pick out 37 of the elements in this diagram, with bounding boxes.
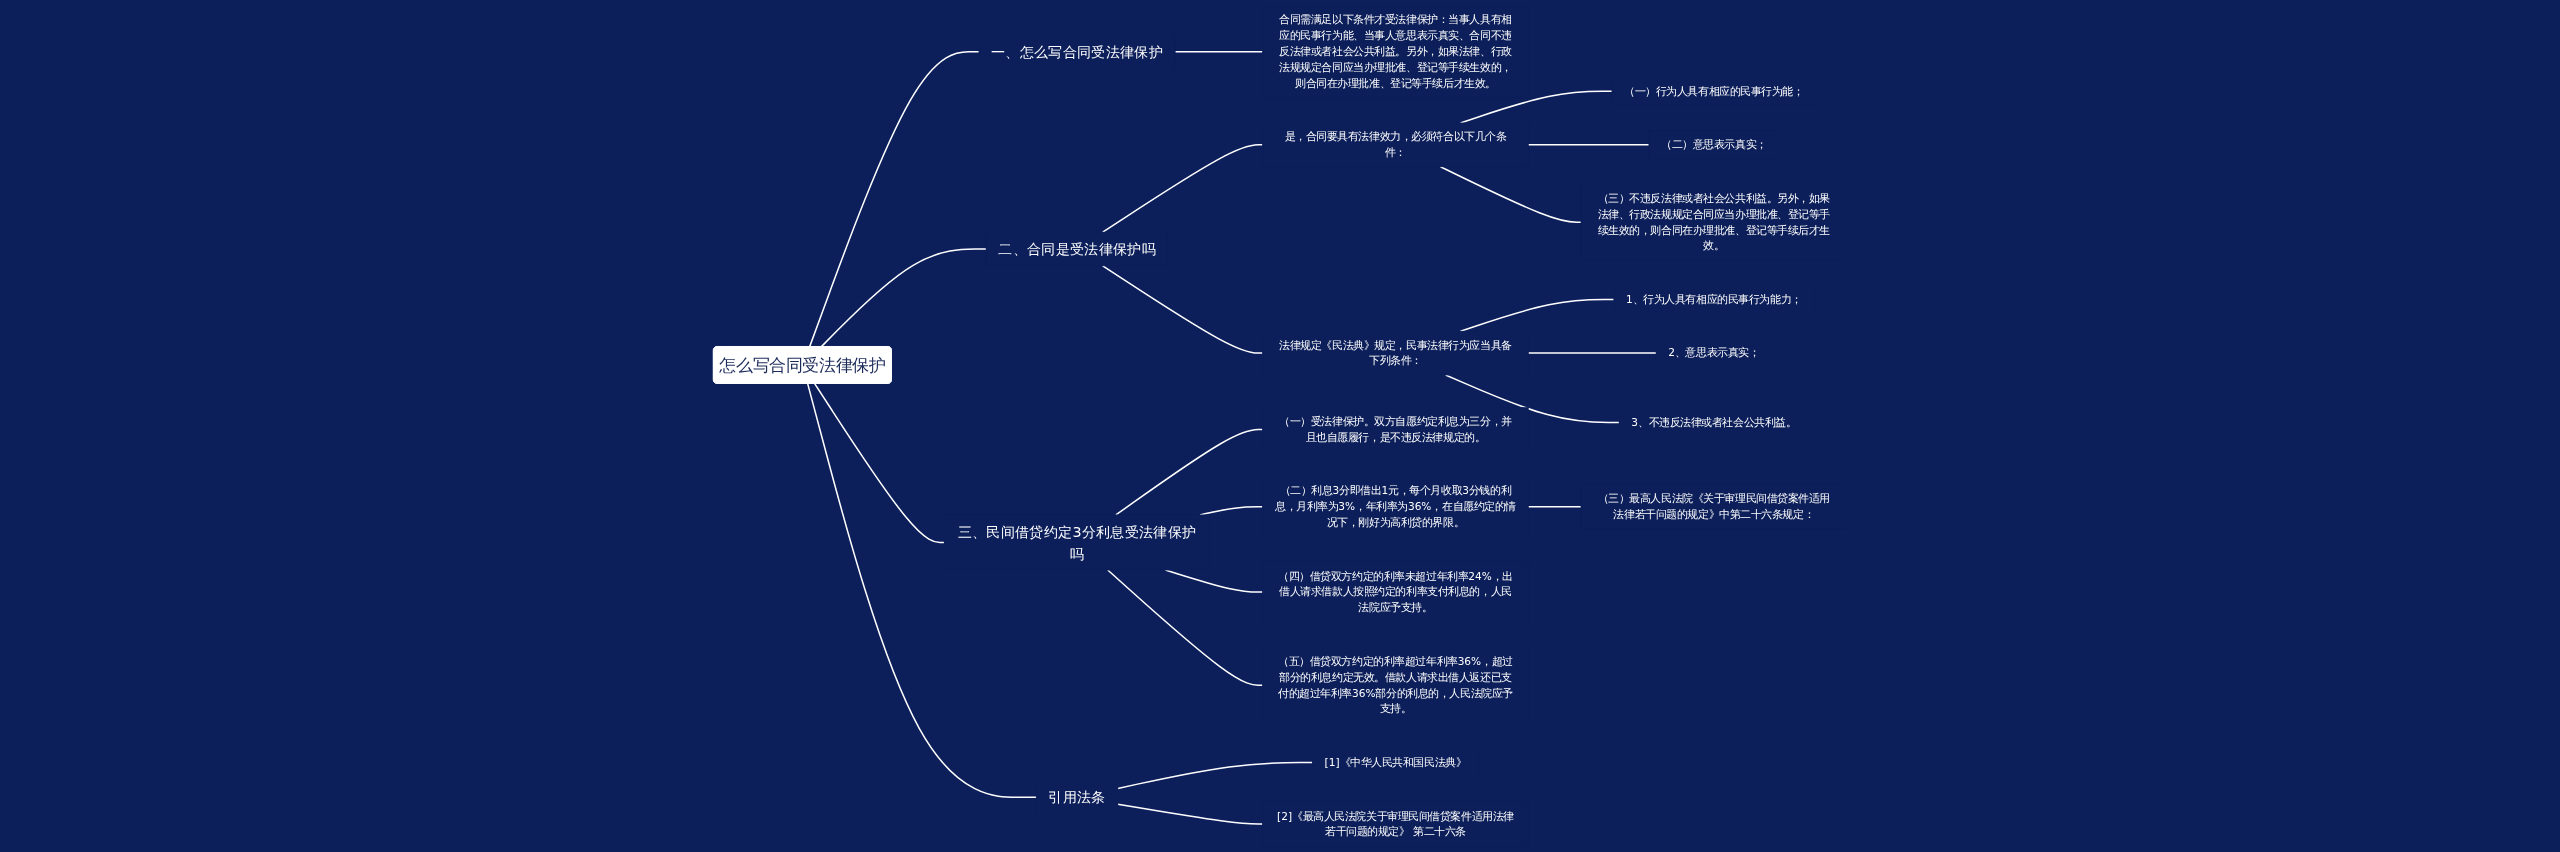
connector [1174, 50, 1264, 53]
node-text: [2]《最高人民法院关于审理民间借贷案件适用法律若干问题的规定》 第二十六条 [1277, 809, 1514, 838]
node-text: 3、不违反法律或者社会公共利益。 [1631, 416, 1797, 429]
node-text: （四）借贷双方约定的利率未超过年利率24%，出借人请求借款人按照约定的利率支付利息的，人民法院应予支持。 [1278, 569, 1513, 614]
node-text: （一）行为人具有相应的民事行为能； [1624, 84, 1804, 97]
node-text: 二、合同是受法律保护吗 [998, 240, 1156, 258]
connector [1117, 803, 1264, 825]
connector [1101, 144, 1264, 233]
connector [820, 248, 987, 348]
node-text: 一、怎么写合同受法律保护 [991, 43, 1164, 60]
node-text: （三）最高人民法院《关于审理民间借贷案件适用法律若干问题的规定》中第二十六条规定： [1597, 492, 1831, 521]
connector [1101, 265, 1264, 354]
node-text: （五）借贷双方约定的利率超过年利率36%，超过部分的利息约定无效。借款人请求出借人返还已支付的超过年利率36%部分的利息的，人民法院应予支持。 [1278, 655, 1513, 715]
node-text: （二）意思表示真实； [1661, 138, 1767, 151]
connector [1107, 569, 1264, 686]
node-text: 三、民间借贷约定3分利息受法律保护吗 [957, 523, 1197, 562]
connector [1459, 298, 1615, 332]
connector [814, 383, 945, 544]
node-text: 法律规定《民法典》规定，民事法律行为应当具备下列条件： [1279, 338, 1512, 367]
connector [1527, 506, 1582, 508]
node-text: 2、意思表示真实； [1668, 346, 1760, 359]
node-text: 合同需满足以下条件才受法律保护：当事人具有相应的民事行为能、当事人意思表示真实、合同不违反法律或者社会公共利益。另外，如果法律、行政法规规定合同应当办理批准、登记等手续生效的，则合同在办理批准、登记等手续后才生效。 [1279, 13, 1512, 90]
connector [1527, 352, 1657, 354]
node-text: 引用法条 [1048, 788, 1106, 806]
connector [1527, 144, 1650, 146]
connector [1117, 761, 1314, 790]
node-text: （二）利息3分即借出1元，每个月收取3分钱的利息，月利率为3%，年利率为36%，在自愿约定的情况下，刚好为高利贷的界限。 [1274, 484, 1516, 529]
node-text: [1]《中华人民共和国民法典》 [1324, 756, 1467, 769]
connector [808, 50, 980, 348]
connector [806, 383, 1038, 799]
node-text: 是，合同要具有法律效力，必须符合以下几个条件： [1284, 130, 1507, 159]
connector [1439, 166, 1582, 223]
connector [1444, 374, 1620, 424]
connector [1115, 428, 1264, 516]
node-text: （一）受法律保护。双方自愿约定利息为三分，并且也自愿履行，是不违反法律规定的。 [1279, 415, 1512, 444]
node-text: （三）不违反法律或者社会公共利益。另外，如果法律、行政法规规定合同应当办理批准、登记等手续生效的，则合同在办理批准、登记等手续后才生效。 [1597, 192, 1831, 252]
node-text: 1、行为人具有相应的民事行为能力； [1625, 293, 1802, 306]
